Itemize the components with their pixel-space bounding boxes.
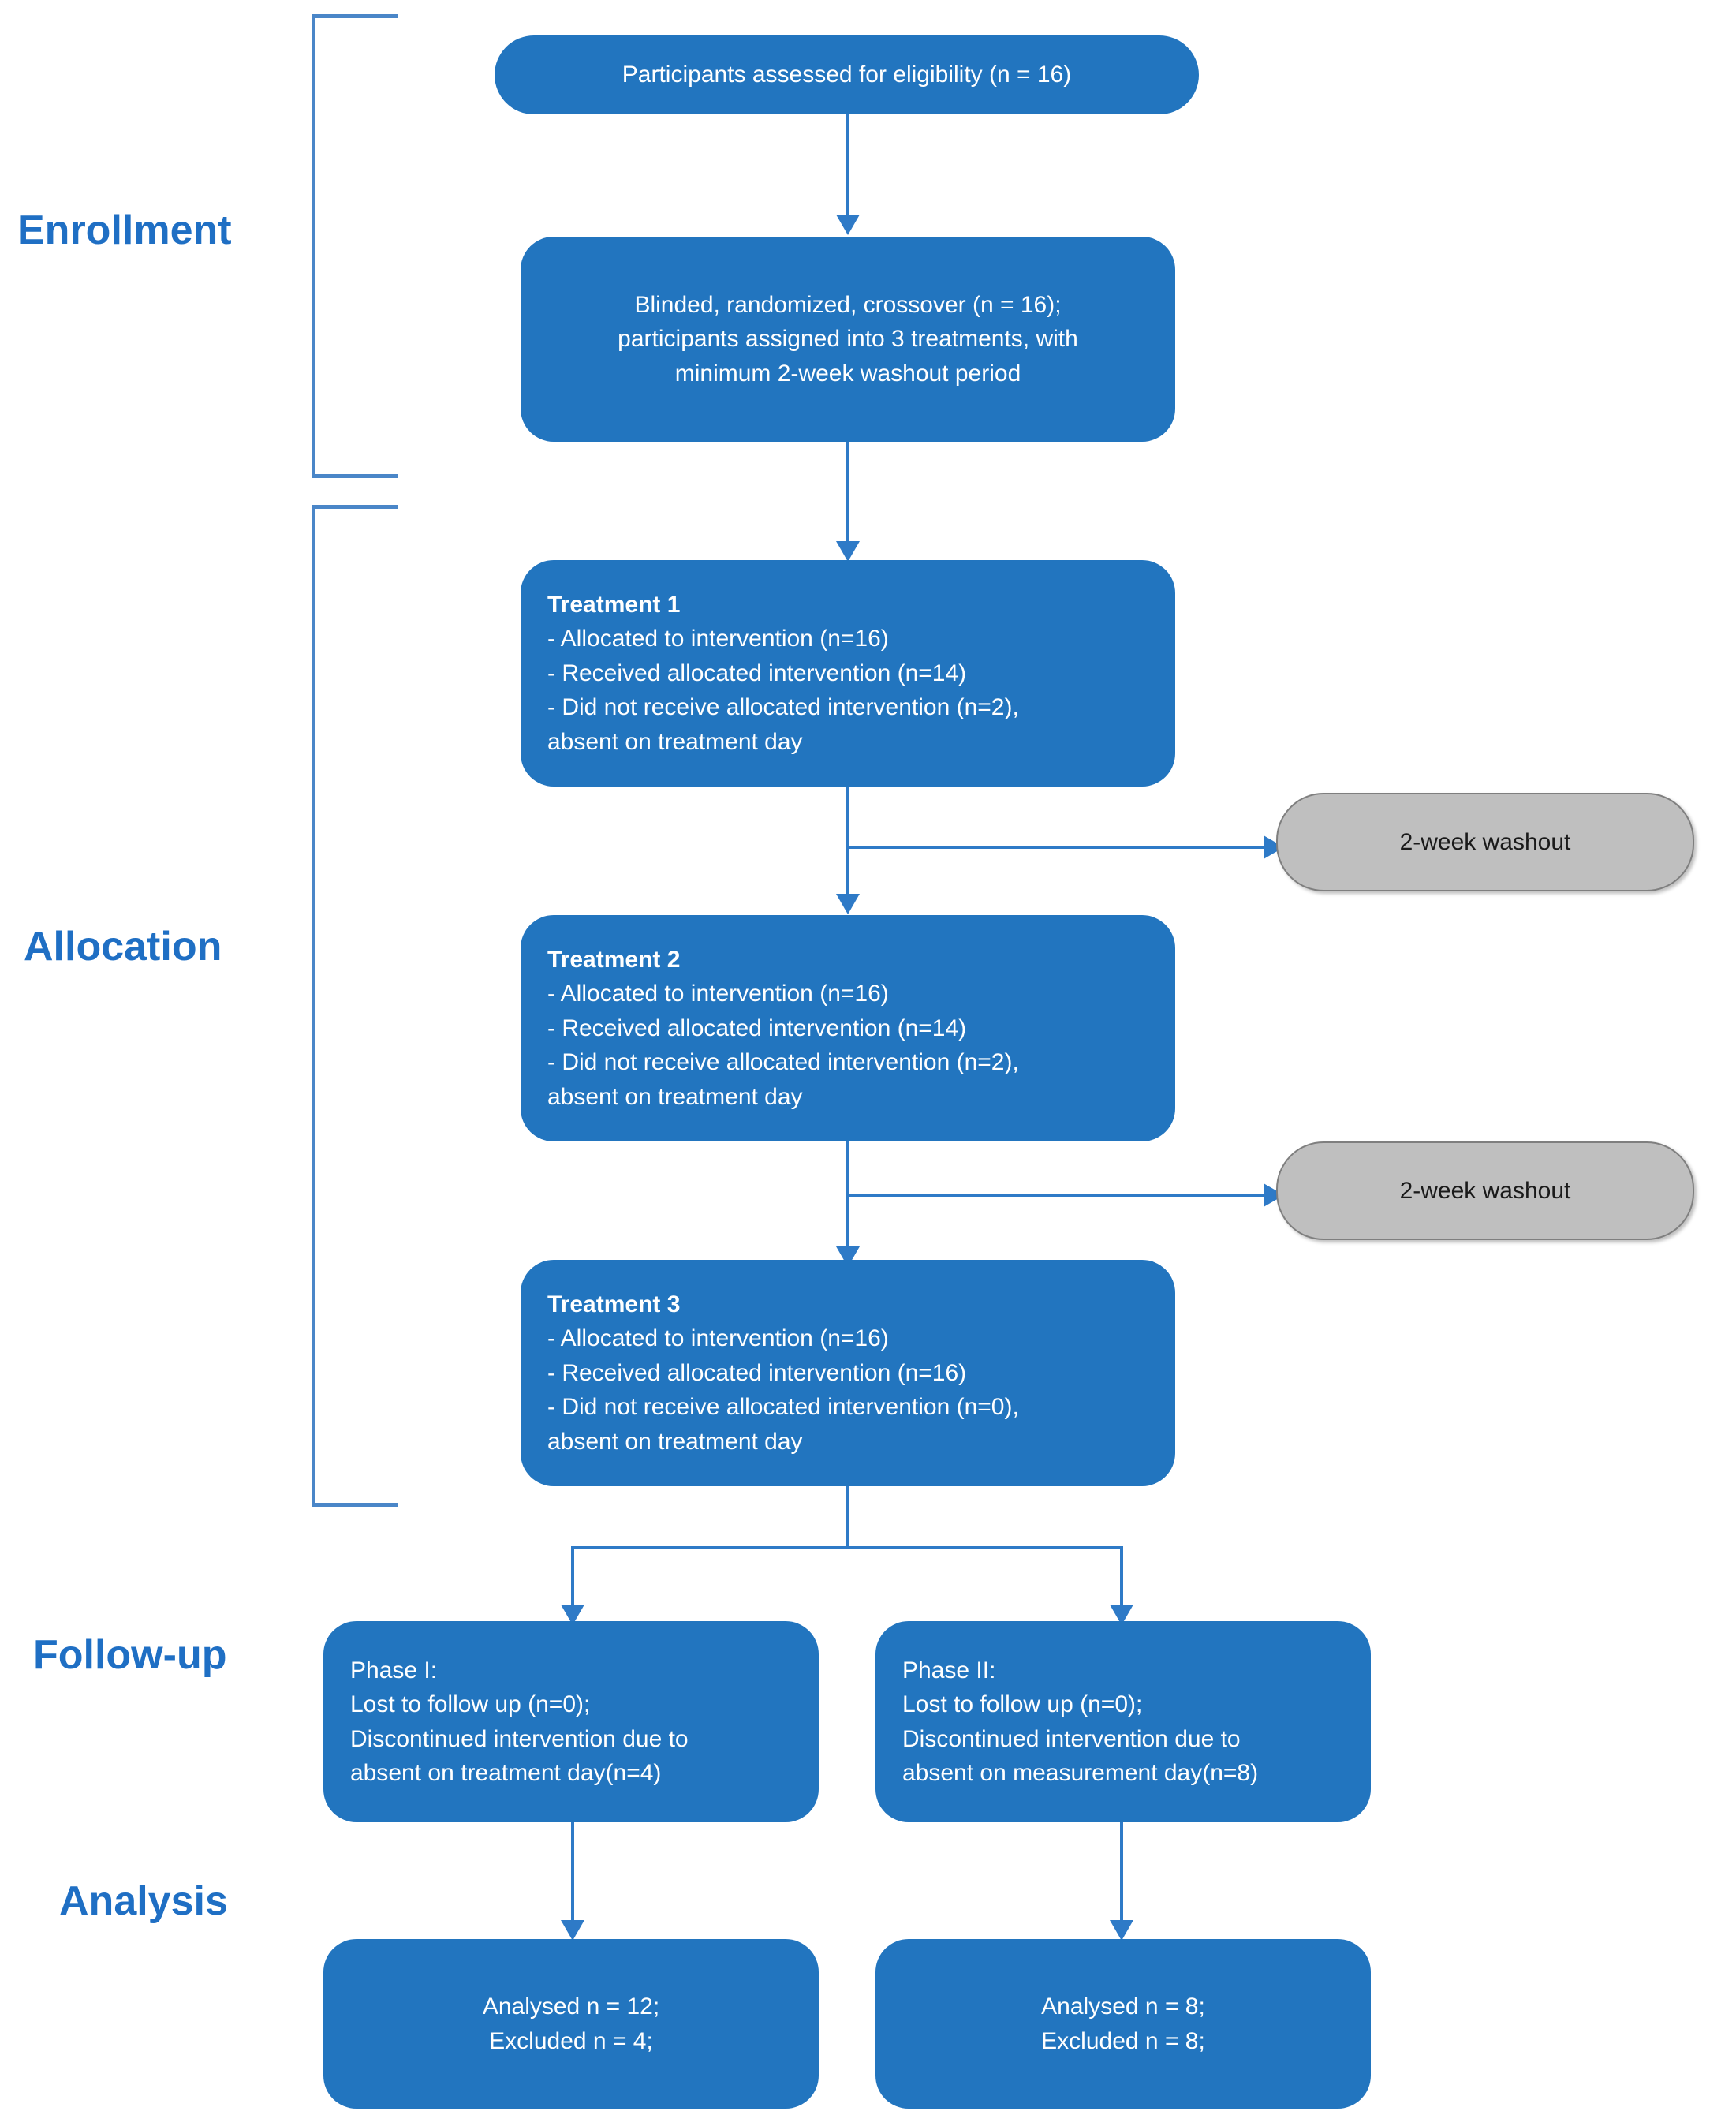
node-randomization-text: Blinded, randomized, crossover (n = 16);…: [521, 288, 1175, 391]
node-phase1-line-3: Discontinued intervention due to: [350, 1725, 689, 1752]
node-treatment3-line-4: absent on treatment day: [547, 1428, 803, 1455]
node-washout1-label: 2-week washout: [1399, 828, 1571, 855]
stage-label-allocation: Allocation: [24, 924, 222, 970]
bracket-allocation-spine: [312, 505, 315, 1507]
node-analysis2-line-1: Analysed n = 8;: [1041, 1993, 1205, 2020]
node-treatment3-text: Treatment 3 - Allocated to intervention …: [521, 1287, 1175, 1459]
node-analysis1-line-1: Analysed n = 12;: [482, 1993, 660, 2020]
connector-phase1-to-analysis1: [571, 1822, 574, 1933]
node-phase1-line-4: absent on treatment day(n=4): [350, 1760, 662, 1786]
bracket-allocation: [312, 505, 398, 1507]
node-phase2-line-1: Phase II:: [902, 1657, 996, 1683]
connector-eligibility-to-randomization: [846, 113, 849, 227]
node-treatment3-line-2: - Received allocated intervention (n=16): [547, 1359, 967, 1386]
node-treatment3-line-1: - Allocated to intervention (n=16): [547, 1325, 889, 1352]
connector-split-left: [571, 1546, 574, 1619]
node-analysis2-line-2: Excluded n = 8;: [1041, 2027, 1205, 2054]
node-analysis2: Analysed n = 8; Excluded n = 8;: [875, 1939, 1371, 2109]
node-randomization-line-2: participants assigned into 3 treatments,…: [618, 326, 1078, 353]
node-phase1-line-2: Lost to follow up (n=0);: [350, 1691, 591, 1717]
node-treatment2-text: Treatment 2 - Allocated to intervention …: [521, 943, 1175, 1115]
connector-split-right: [1120, 1546, 1123, 1619]
arrow-phase2-to-analysis2: [1110, 1920, 1133, 1941]
stage-label-analysis: Analysis: [59, 1878, 228, 1924]
node-analysis2-text: Analysed n = 8; Excluded n = 8;: [875, 1990, 1371, 2058]
node-treatment2-line-3: - Did not receive allocated intervention…: [547, 1049, 1019, 1076]
node-eligibility-line-1: Participants assessed for eligibility (n…: [622, 62, 1072, 88]
connector-treatment2-to-washout2: [846, 1194, 1276, 1197]
bracket-allocation-top: [312, 505, 398, 509]
node-phase2-line-2: Lost to follow up (n=0);: [902, 1691, 1143, 1717]
node-treatment2-line-4: absent on treatment day: [547, 1083, 803, 1110]
connector-treatment1-to-washout1: [846, 846, 1276, 849]
node-phase2: Phase II: Lost to follow up (n=0); Disco…: [875, 1621, 1371, 1822]
node-treatment3-line-3: - Did not receive allocated intervention…: [547, 1394, 1019, 1421]
node-phase2-line-4: absent on measurement day(n=8): [902, 1760, 1259, 1786]
node-treatment1-line-1: - Allocated to intervention (n=16): [547, 626, 889, 652]
stage-label-followup: Follow-up: [33, 1632, 227, 1678]
node-treatment3: Treatment 3 - Allocated to intervention …: [521, 1260, 1175, 1486]
node-eligibility: Participants assessed for eligibility (n…: [495, 35, 1199, 114]
node-analysis1-text: Analysed n = 12; Excluded n = 4;: [323, 1990, 819, 2058]
node-treatment1-line-4: absent on treatment day: [547, 728, 803, 755]
stage-label-enrollment: Enrollment: [17, 207, 232, 253]
arrow-eligibility-to-randomization: [836, 215, 860, 235]
node-phase2-line-3: Discontinued intervention due to: [902, 1725, 1241, 1752]
node-phase1-line-1: Phase I:: [350, 1657, 438, 1683]
connector-randomization-to-treatment1: [846, 439, 849, 554]
arrow-randomization-to-treatment1: [836, 541, 860, 562]
node-treatment2-line-2: - Received allocated intervention (n=14): [547, 1014, 967, 1041]
node-analysis1-line-2: Excluded n = 4;: [489, 2027, 653, 2054]
node-treatment1-title: Treatment 1: [547, 591, 681, 618]
connector-split-bar: [571, 1546, 1123, 1549]
node-randomization: Blinded, randomized, crossover (n = 16);…: [521, 237, 1175, 442]
bracket-enrollment-top: [312, 14, 398, 18]
node-analysis1: Analysed n = 12; Excluded n = 4;: [323, 1939, 819, 2109]
node-eligibility-text: Participants assessed for eligibility (n…: [495, 58, 1199, 92]
node-washout2: 2-week washout: [1276, 1141, 1694, 1240]
node-treatment2: Treatment 2 - Allocated to intervention …: [521, 915, 1175, 1141]
node-phase1-text: Phase I: Lost to follow up (n=0); Discon…: [323, 1653, 819, 1791]
bracket-enrollment-spine: [312, 14, 315, 478]
connector-phase2-to-analysis2: [1120, 1822, 1123, 1933]
node-treatment3-title: Treatment 3: [547, 1291, 681, 1317]
node-randomization-line-3: minimum 2-week washout period: [674, 360, 1021, 387]
connector-treatment3-stem: [846, 1483, 849, 1548]
arrow-treatment1-to-treatment2: [836, 894, 860, 914]
bracket-enrollment-bottom: [312, 474, 398, 478]
bracket-enrollment: [312, 14, 398, 478]
node-treatment2-line-1: - Allocated to intervention (n=16): [547, 981, 889, 1007]
connector-treatment2-to-treatment3: [846, 1136, 849, 1258]
node-phase2-text: Phase II: Lost to follow up (n=0); Disco…: [875, 1653, 1371, 1791]
node-treatment2-title: Treatment 2: [547, 946, 681, 973]
node-washout2-label: 2-week washout: [1399, 1177, 1571, 1204]
arrow-phase1-to-analysis1: [561, 1920, 584, 1941]
node-treatment1-line-2: - Received allocated intervention (n=14): [547, 659, 967, 686]
bracket-allocation-bottom: [312, 1503, 398, 1507]
node-phase1: Phase I: Lost to follow up (n=0); Discon…: [323, 1621, 819, 1822]
node-treatment1-line-3: - Did not receive allocated intervention…: [547, 694, 1019, 721]
node-randomization-line-1: Blinded, randomized, crossover (n = 16);: [634, 291, 1062, 318]
node-treatment1: Treatment 1 - Allocated to intervention …: [521, 560, 1175, 787]
node-treatment1-text: Treatment 1 - Allocated to intervention …: [521, 588, 1175, 760]
node-washout1: 2-week washout: [1276, 793, 1694, 891]
